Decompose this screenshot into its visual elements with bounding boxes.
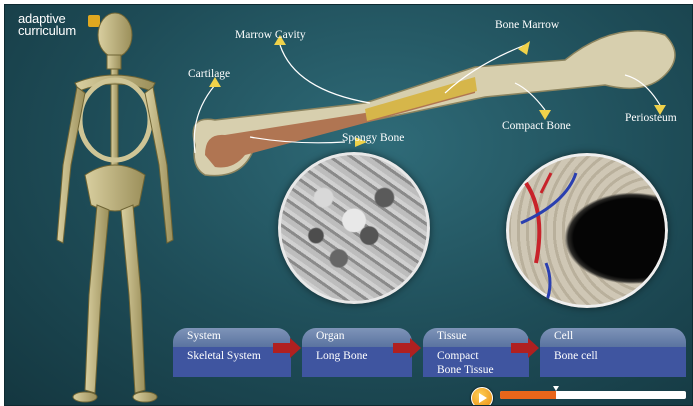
arrow-right-icon — [273, 338, 301, 358]
arrow-right-icon — [393, 338, 421, 358]
progress-fill — [500, 391, 556, 399]
progress-track[interactable] — [500, 391, 686, 399]
arrow-right-icon — [511, 338, 539, 358]
play-button[interactable] — [471, 387, 493, 406]
hierarchy-arrows — [5, 5, 692, 405]
progress-thumb[interactable] — [553, 386, 559, 391]
animation-stage: adaptive curriculum — [4, 4, 693, 406]
